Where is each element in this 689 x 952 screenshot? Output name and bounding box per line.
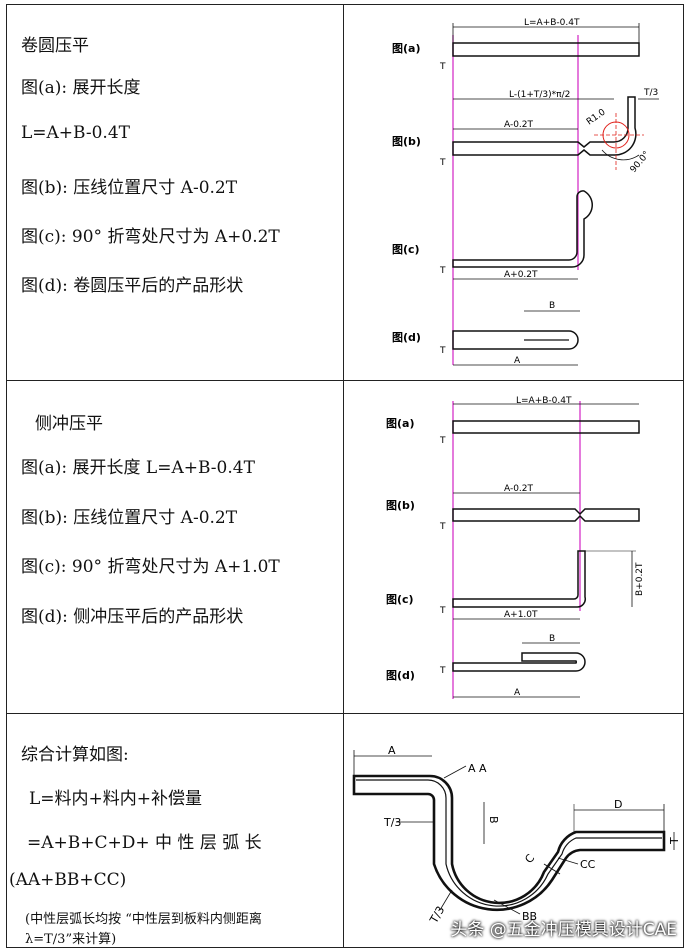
- fig-a-dim: L=A+B-0.4T: [524, 18, 580, 28]
- fig-a-strip: [452, 42, 640, 57]
- sec3-dim-c: C: [522, 851, 537, 865]
- fig2-a-strip: [452, 420, 640, 434]
- section1-line-5: 图(d): 卷圆压平后的产品形状: [21, 276, 244, 296]
- fig-a-t: T: [439, 62, 446, 72]
- fig2-d-strip: [452, 652, 586, 672]
- fig-b-dim-top: L-(1+T/3)*π/2: [509, 90, 570, 100]
- fig2-c-dim-len: A+1.0T: [504, 610, 538, 620]
- section2-line-3: 图(c): 90° 折弯处尺寸为 A+1.0T: [21, 557, 280, 577]
- section2-line-2: 图(b): 压线位置尺寸 A-0.2T: [21, 508, 238, 528]
- section1-title: 卷圆压平: [21, 36, 89, 56]
- fig2-b-label: 图(b): [386, 499, 415, 512]
- section3-part-outline: [352, 774, 666, 912]
- section3-text-cell: 综合计算如图: L=料内+料内+补偿量 =A+B+C+D+ 中 性 层 弧 长 …: [6, 713, 344, 948]
- fig-b-label: 图(b): [392, 135, 421, 148]
- section3-title: 综合计算如图:: [21, 745, 129, 765]
- fig-d-dim-a: A: [514, 356, 521, 366]
- fig2-c-label: 图(c): [386, 593, 414, 606]
- fig2-b-t: T: [439, 522, 446, 532]
- section3-diagram: A A A B T/3 C CC BB T/3 D T: [352, 744, 681, 926]
- section3-diagram-cell: A A A B T/3 C CC BB T/3 D T: [343, 713, 684, 948]
- section2-diagram: 图(a) L=A+B-0.4T T 图(b) A-0.2T T 图(c) A+1…: [386, 396, 645, 699]
- fig-c-dim: A+0.2T: [504, 270, 538, 280]
- fig-d-t: T: [439, 346, 446, 356]
- fig-b-angle: 90.0°: [629, 150, 652, 175]
- fig2-c-strip: [452, 550, 586, 608]
- sec3-dim-b: B: [487, 816, 500, 824]
- fig2-a-label: 图(a): [386, 417, 414, 430]
- watermark: 头条 @五金冲压模具设计CAE: [450, 920, 677, 940]
- section1-line-3: 图(b): 压线位置尺寸 A-0.2T: [21, 178, 238, 198]
- sec3-dim-a: A: [388, 744, 396, 757]
- section3-note-2: λ=T/3”来计算): [25, 932, 117, 947]
- fig2-b-dim: A-0.2T: [504, 484, 534, 494]
- sec3-dim-d: D: [614, 798, 622, 811]
- section3-line-3: (AA+BB+CC): [9, 870, 127, 890]
- sec3-dim-t3-left: T/3: [383, 816, 401, 829]
- sec3-dim-t: T: [668, 837, 681, 845]
- fig-c-strip: [452, 190, 593, 268]
- fig-b-t: T: [439, 158, 446, 168]
- section1-diagram: 图(a) L=A+B-0.4T T 图(b) L-(1+T/3)*π/2 T/3…: [392, 18, 659, 366]
- section1-line-1: 图(a): 展开长度: [21, 78, 141, 98]
- fig2-a-t: T: [439, 436, 446, 446]
- fig-b-strip: [452, 96, 637, 156]
- sec3-dim-bb: BB: [522, 910, 537, 923]
- sec3-dim-t3-bottom: T/3: [427, 904, 447, 926]
- section3-note-1: (中性层弧长均按 “中性层到板料内侧距离: [25, 912, 262, 927]
- fig-d-label: 图(d): [392, 331, 421, 344]
- fig-a-label: 图(a): [392, 42, 420, 55]
- section3-line-1: L=料内+料内+补偿量: [29, 789, 203, 809]
- sec3-dim-cc: CC: [580, 858, 596, 871]
- section1-line-2: L=A+B-0.4T: [21, 123, 130, 143]
- fig2-d-dim-a: A: [514, 688, 521, 698]
- fig-c-label: 图(c): [392, 243, 420, 256]
- section1-diagram-cell: 图(a) L=A+B-0.4T T 图(b) L-(1+T/3)*π/2 T/3…: [343, 4, 684, 381]
- fig-b-t3: T/3: [643, 88, 658, 98]
- section3-line-2: =A+B+C+D+ 中 性 层 弧 长: [27, 833, 262, 853]
- section2-diagram-cell: 图(a) L=A+B-0.4T T 图(b) A-0.2T T 图(c) A+1…: [343, 380, 684, 714]
- fig2-b-strip: [452, 508, 640, 522]
- fig2-d-t: T: [439, 666, 446, 676]
- fig-d-dim-b: B: [549, 301, 555, 311]
- section2-line-1: 图(a): 展开长度 L=A+B-0.4T: [21, 458, 255, 478]
- fig-b-radius: R1.0: [585, 107, 608, 127]
- section2-text-cell: 侧冲压平 图(a): 展开长度 L=A+B-0.4T 图(b): 压线位置尺寸 …: [6, 380, 344, 714]
- fig2-d-label: 图(d): [386, 669, 415, 682]
- content-table: 卷圆压平 图(a): 展开长度 L=A+B-0.4T 图(b): 压线位置尺寸 …: [6, 4, 684, 948]
- sec3-dim-aa: A A: [468, 762, 487, 775]
- fig-c-t: T: [439, 266, 446, 276]
- fig2-c-dim-h: B+0.2T: [635, 562, 645, 596]
- fig2-d-dim-b: B: [549, 634, 555, 644]
- section2-title: 侧冲压平: [35, 414, 103, 434]
- fig-d-strip: [452, 330, 579, 350]
- fig-b-dim-len: A-0.2T: [504, 120, 534, 130]
- section2-line-4: 图(d): 侧冲压平后的产品形状: [21, 607, 244, 627]
- section1-text-cell: 卷圆压平 图(a): 展开长度 L=A+B-0.4T 图(b): 压线位置尺寸 …: [6, 4, 344, 381]
- fig2-a-dim: L=A+B-0.4T: [516, 396, 572, 406]
- section1-line-4: 图(c): 90° 折弯处尺寸为 A+0.2T: [21, 227, 280, 247]
- fig2-c-t: T: [439, 606, 446, 616]
